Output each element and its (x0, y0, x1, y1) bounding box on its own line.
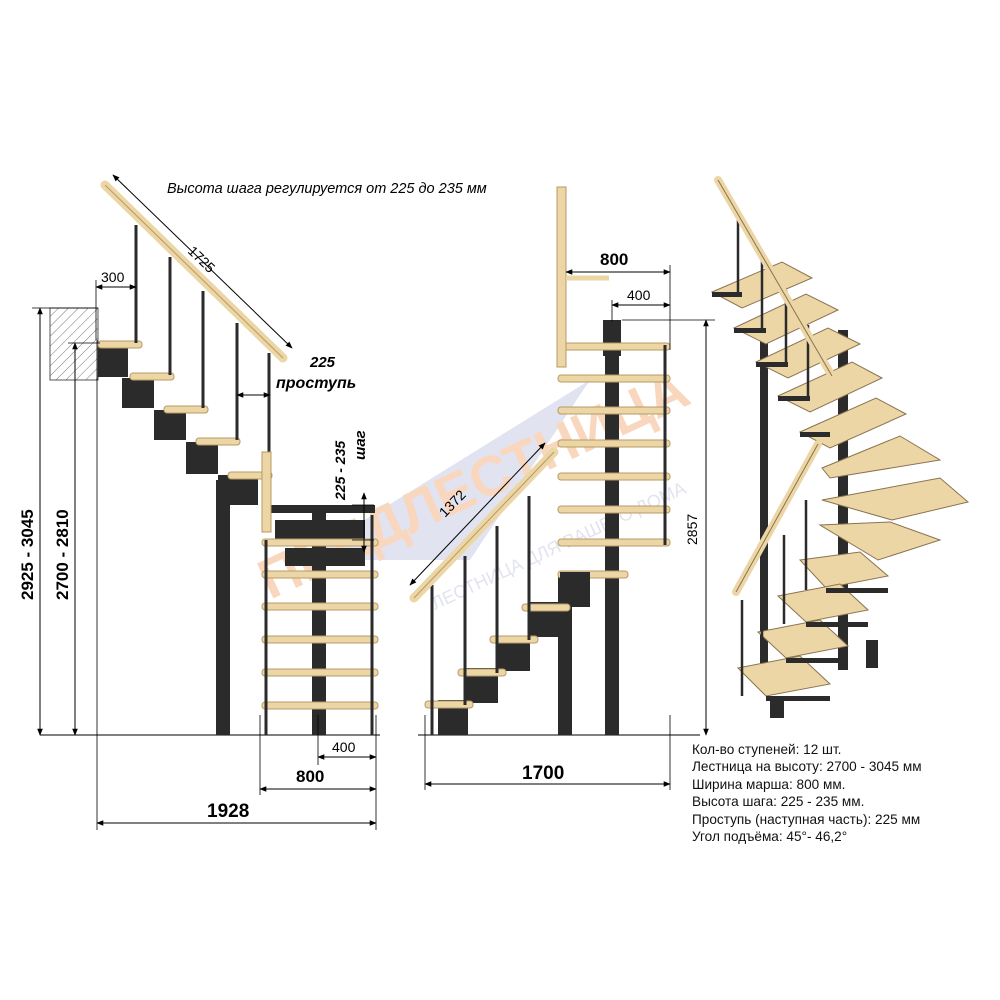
step-label: шаг (352, 430, 369, 460)
spec-step-height: Высота шага: 225 - 235 мм. (692, 794, 865, 810)
step-value: 225 - 235 (332, 441, 348, 501)
tread-label: проступь (276, 375, 356, 392)
side-height-total: 2925 - 3045 (18, 509, 37, 600)
front-height: 2857 (684, 514, 700, 545)
tread-value: 225 (309, 354, 336, 371)
side-width-total: 1928 (207, 801, 249, 822)
support-column (558, 575, 572, 735)
rail-dimension-line (112, 174, 293, 349)
side-width-small: 400 (332, 739, 356, 755)
top-bracket (603, 320, 621, 356)
front-lower-treads (424, 603, 571, 709)
front-width-top: 800 (600, 250, 628, 269)
front-upper-treads (557, 342, 671, 579)
spec-tread: Проступь (наступная часть): 225 мм (692, 811, 921, 827)
side-view: 1725 300 225 проступь 225 - 235 шаг 2925… (18, 174, 380, 830)
front-width-total: 1700 (522, 763, 564, 784)
spec-angle: Угол подъёма: 45°- 46,2° (692, 829, 848, 845)
spec-list: Кол-во ступеней: 12 шт. Лестница на высо… (692, 741, 992, 845)
spec-height: Лестница на высоту: 2700 - 3045 мм (692, 759, 922, 775)
lower-posts (264, 515, 374, 735)
lower-treads (261, 538, 379, 710)
wall-block (49, 307, 99, 381)
spec-steps: Кол-во ступеней: 12 шт. (692, 742, 842, 757)
front-newel-post (556, 186, 567, 368)
iso-winder-treads (818, 435, 970, 561)
front-width-half: 400 (627, 287, 651, 303)
lower-flight-frame (275, 520, 365, 566)
winder-platform (270, 505, 375, 513)
side-top-offset: 300 (101, 269, 125, 285)
support-column (216, 480, 230, 735)
side-height-floor: 2700 - 2810 (53, 509, 72, 600)
upper-flight-stringer (98, 345, 258, 505)
adjustment-note: Высота шага регулируется от 225 до 235 м… (167, 181, 487, 197)
spec-width: Ширина марша: 800 мм. (692, 776, 846, 792)
isometric-view (710, 176, 970, 718)
newel-post (261, 451, 272, 533)
side-width-march: 800 (296, 767, 324, 786)
support-column (605, 320, 619, 735)
iso-lower-treads (736, 551, 890, 697)
